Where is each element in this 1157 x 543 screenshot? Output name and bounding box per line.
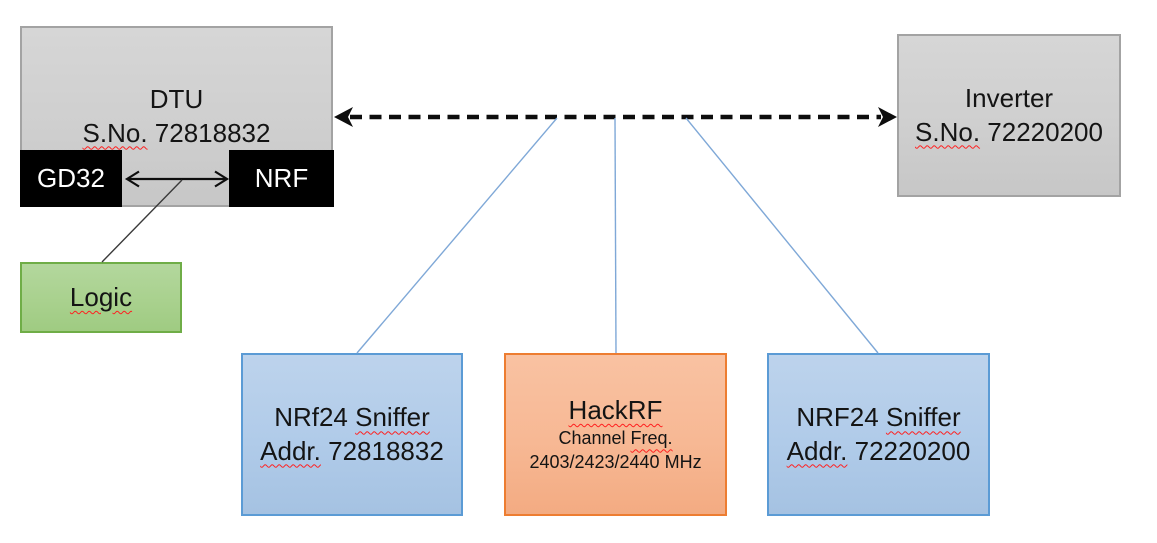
sniffer-inverter-role: Sniffer: [885, 402, 961, 433]
sniffer-inverter-addr-label: Addr.: [786, 435, 848, 466]
arrowhead-right-icon: [878, 107, 897, 127]
sniffer-dtu-addr-label: Addr.: [260, 435, 321, 466]
inverter-serial: S.No. 72220200: [915, 116, 1103, 149]
sniffer-dtu-addr: Addr. 72818832: [260, 435, 444, 468]
inverter-serial-label: S.No.: [915, 116, 981, 147]
node-gd32: GD32: [20, 150, 122, 207]
hackrf-subtitle-word1: Channel: [558, 428, 626, 449]
arrowhead-left-icon: [334, 107, 353, 127]
gd32-label: GD32: [37, 162, 105, 193]
dtu-serial-number: 72818832: [154, 117, 271, 148]
sniffer-dtu-title: NRf24 Sniffer: [274, 401, 430, 434]
node-inverter: Inverter S.No. 72220200: [897, 34, 1121, 197]
sniffer-inverter-addr: Addr. 72220200: [787, 435, 971, 468]
dtu-serial-label: S.No.: [82, 117, 148, 148]
hackrf-frequencies: 2403/2423/2440 MHz: [529, 452, 702, 472]
logic-label: Logic: [69, 281, 133, 312]
node-hackrf: HackRF Channel Freq. 2403/2423/2440 MHz: [504, 353, 727, 516]
tap-line-sniffer-dtu: [356, 117, 558, 354]
nrf-label: NRF: [254, 162, 309, 193]
sniffer-inverter-addr-number: 72220200: [854, 435, 971, 466]
node-nrf: NRF: [229, 150, 334, 207]
sniffer-dtu-addr-number: 72818832: [328, 435, 444, 466]
node-logic: Logic: [20, 262, 182, 333]
inverter-serial-number: 72220200: [987, 116, 1103, 147]
node-sniffer-inverter: NRF24 Sniffer Addr. 72220200: [767, 353, 990, 516]
dtu-serial: S.No. 72818832: [83, 117, 271, 150]
tap-line-sniffer-inverter: [685, 117, 879, 354]
sniffer-dtu-model: NRf24: [274, 402, 348, 433]
hackrf-subtitle-word2: Freq.: [630, 428, 673, 449]
inverter-title: Inverter: [964, 83, 1054, 114]
tap-line-hackrf: [614, 117, 617, 354]
node-sniffer-dtu: NRf24 Sniffer Addr. 72818832: [241, 353, 463, 516]
dtu-title: DTU: [149, 84, 204, 115]
sniffer-dtu-role: Sniffer: [355, 402, 430, 433]
sniffer-inverter-title: NRF24 Sniffer: [796, 401, 960, 434]
hackrf-subtitle: Channel Freq.: [558, 427, 672, 451]
hackrf-title: HackRF: [568, 395, 663, 426]
sniffer-inverter-model: NRF24: [796, 402, 879, 433]
